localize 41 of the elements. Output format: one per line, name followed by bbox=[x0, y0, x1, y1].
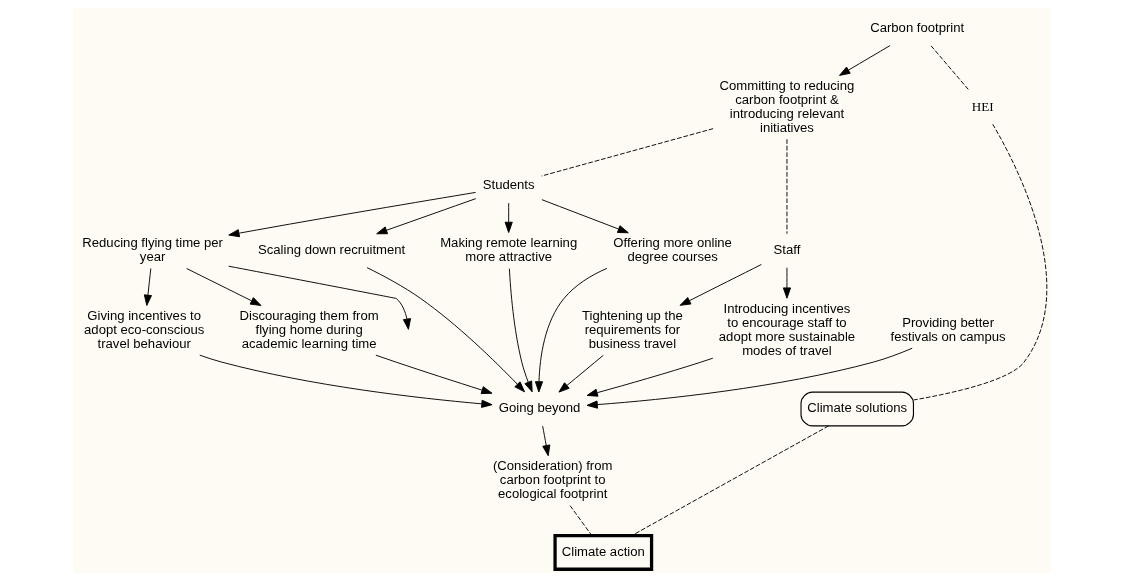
arrow bbox=[534, 267, 607, 393]
node-text: Carbon footprint bbox=[869, 20, 964, 36]
node-text: Discouraging them from flying home during academic learning time bbox=[239, 307, 379, 351]
connector bbox=[569, 505, 592, 536]
connector bbox=[930, 45, 970, 91]
connector bbox=[631, 425, 829, 536]
node-text: Introducing incentives to encourage staff to adopt more sustainable modes of travel bbox=[718, 300, 855, 358]
node-text: Offering more online degree courses bbox=[612, 235, 732, 265]
arrow bbox=[375, 198, 476, 235]
node-text: HEI bbox=[971, 98, 994, 114]
node-text: Students bbox=[482, 177, 535, 193]
arrow bbox=[838, 45, 890, 76]
arrow bbox=[366, 267, 525, 393]
node-text: Reducing flying time per year bbox=[81, 235, 223, 265]
arrow bbox=[508, 268, 533, 393]
node-text: Providing better festivals on campus bbox=[890, 314, 1006, 344]
node-text: Tightening up the requirements for business travel bbox=[581, 307, 683, 351]
arrow bbox=[679, 264, 762, 306]
arrow bbox=[227, 265, 411, 330]
arrow bbox=[541, 425, 550, 457]
arrow bbox=[586, 347, 913, 409]
arrow bbox=[198, 354, 493, 408]
node-text: Making remote learning more attractive bbox=[439, 235, 577, 265]
node-text: (Consideration) from carbon footprint to ecological footprint bbox=[492, 458, 612, 502]
node-text: Committing to reducing carbon footprint & introducing relevant initiatives bbox=[719, 77, 854, 135]
node-text: Scaling down recruitment bbox=[257, 242, 405, 258]
arrow bbox=[557, 354, 604, 393]
arrow bbox=[374, 354, 492, 395]
arrow bbox=[540, 199, 629, 234]
node-text: Staff bbox=[773, 242, 800, 258]
arrow bbox=[227, 191, 476, 238]
node-box: Climate solutions bbox=[799, 391, 914, 427]
node-text: Giving incentives to adopt eco-conscious travel behaviour bbox=[83, 307, 204, 351]
arrow bbox=[504, 202, 513, 233]
node-box: Climate action bbox=[552, 533, 653, 571]
arrow bbox=[185, 268, 261, 306]
connector bbox=[540, 128, 714, 177]
arrow bbox=[143, 268, 152, 306]
arrow bbox=[586, 357, 713, 397]
node-text: Going beyond bbox=[498, 400, 580, 416]
arrow bbox=[782, 267, 791, 299]
